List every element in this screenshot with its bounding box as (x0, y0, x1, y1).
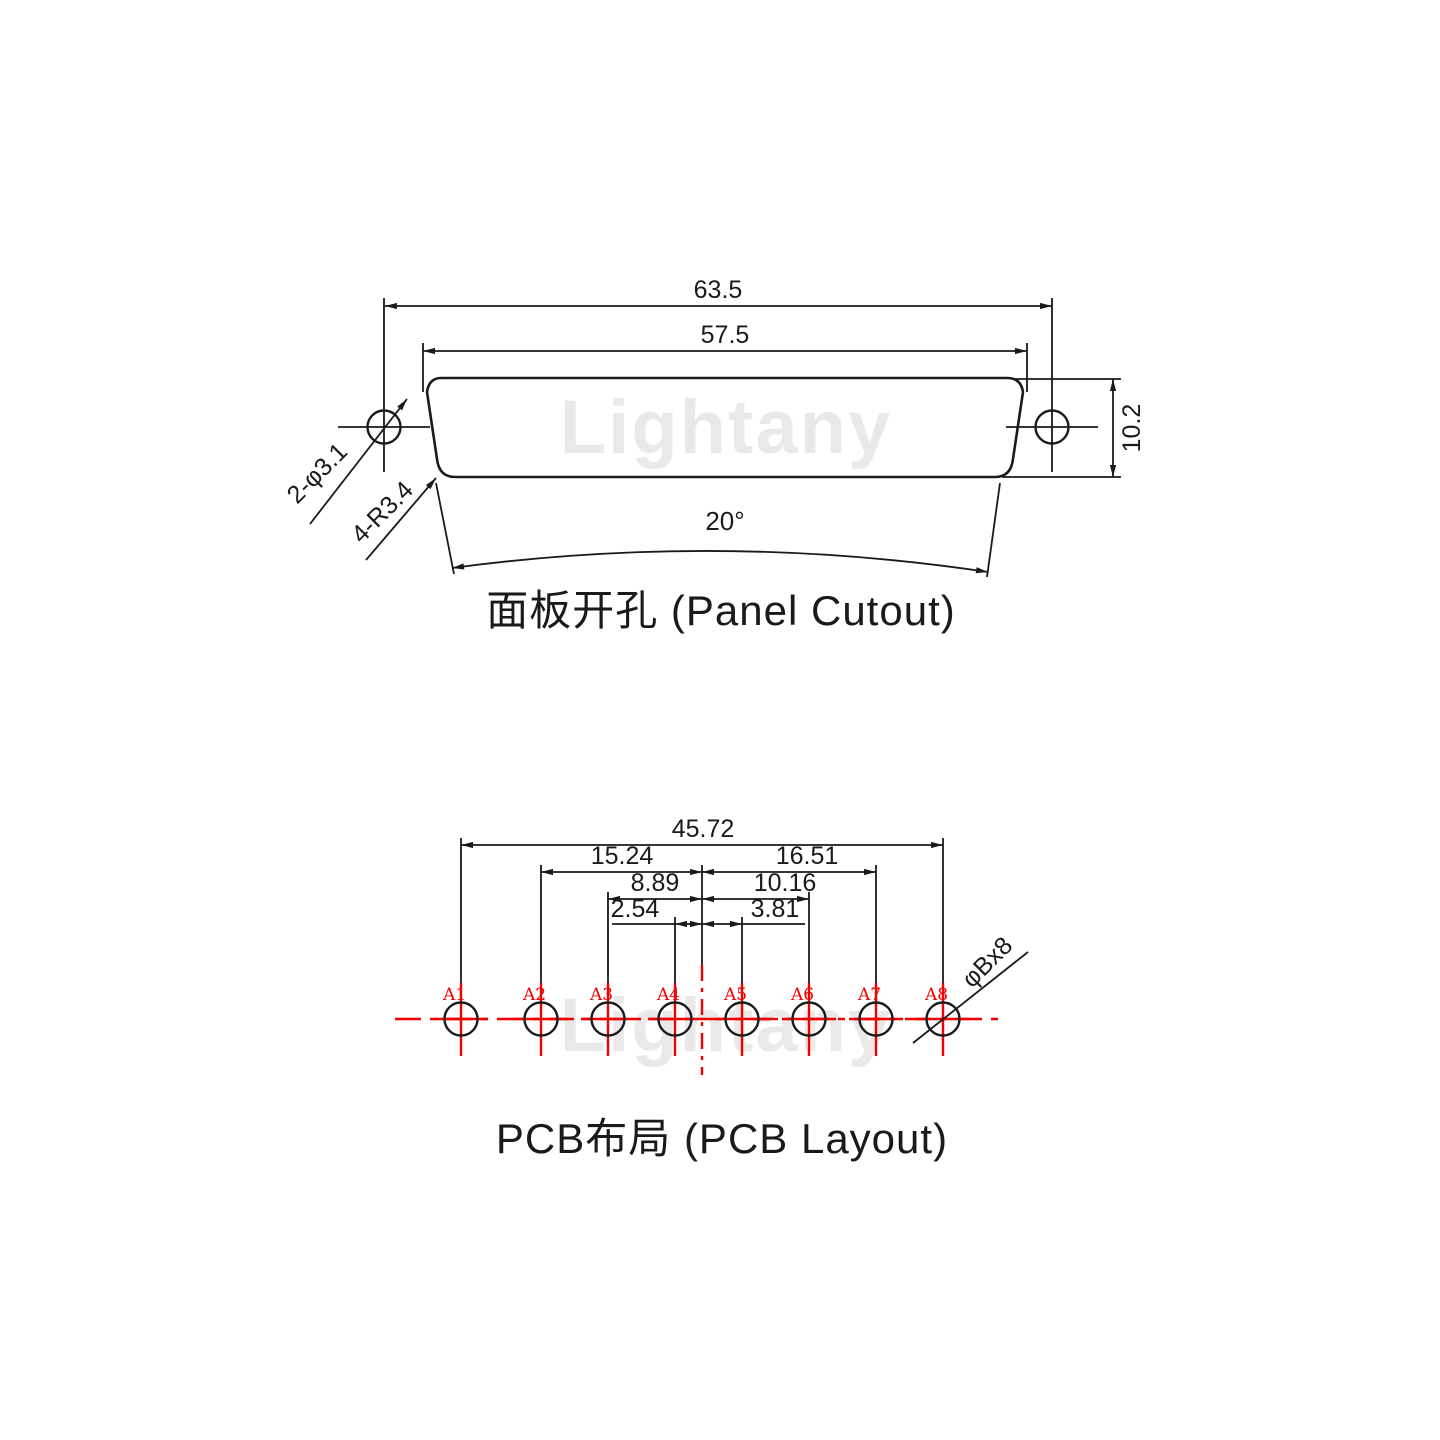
label-mount-holes: 2-φ3.1 (282, 438, 354, 510)
pcb-hole-a4 (657, 1001, 693, 1037)
panel-cutout-caption: 面板开孔 (Panel Cutout) (486, 587, 955, 634)
hole-label: A8 (924, 985, 948, 1005)
pcb-layout-caption: PCB布局 (PCB Layout) (496, 1115, 948, 1162)
hole-label: A4 (656, 985, 680, 1005)
pcb-holes (443, 1001, 961, 1037)
hole-label: A1 (442, 985, 466, 1005)
dim-overall: 45.72 (672, 815, 735, 843)
dim-a4-to-center: 2.54 (611, 895, 660, 923)
dim-angle: 20° (705, 506, 744, 536)
pcb-layout-view: Lightany 45.72 15.24 16.51 8.89 10.16 2.… (395, 815, 1029, 1162)
ext-line-slanted (986, 482, 1001, 578)
leader-hole-size (912, 951, 1029, 1044)
dim-center-to-a5: 3.81 (751, 895, 800, 923)
pcb-hole-a3 (590, 1001, 626, 1037)
pcb-hole-a2 (523, 1001, 559, 1037)
watermark-text: Lightany (560, 983, 893, 1068)
dim-cutout-width: 57.5 (701, 321, 750, 349)
hole-label: A6 (790, 985, 814, 1005)
hole-label: A3 (589, 985, 613, 1005)
pcb-hole-a6 (791, 1001, 827, 1037)
leader-corner-radius (365, 477, 437, 561)
pcb-hole-a5 (724, 1001, 760, 1037)
pcb-hole-a8 (925, 1001, 961, 1037)
dim-overall-width: 63.5 (694, 276, 743, 304)
dim-a3-to-center: 8.89 (631, 869, 680, 897)
mount-hole-left (366, 409, 402, 445)
mount-hole-right (1034, 409, 1070, 445)
dim-center-to-a7: 16.51 (776, 842, 839, 870)
hole-crosshairs (434, 983, 970, 1056)
angle-arc (451, 550, 989, 574)
hole-label: A5 (723, 985, 747, 1005)
panel-cutout-view: Lightany 63.5 57.5 2-φ3.1 4-R3.4 10.2 (282, 276, 1146, 634)
pcb-hole-labels: A1 A2 A3 A4 A5 A6 A7 A8 (442, 985, 948, 1005)
watermark-text: Lightany (560, 385, 893, 470)
dim-center-to-a6: 10.16 (754, 869, 817, 897)
hole-label: A7 (857, 985, 881, 1005)
dim-a2-to-center: 15.24 (591, 842, 654, 870)
leader-mount-holes (309, 398, 408, 525)
pcb-hole-a1 (443, 1001, 479, 1037)
panel-cutout-outline (425, 376, 1025, 479)
pcb-hole-a7 (858, 1001, 894, 1037)
label-corner-radius: 4-R3.4 (346, 476, 419, 549)
dim-height: 10.2 (1118, 404, 1146, 453)
hole-label: A2 (522, 985, 546, 1005)
ext-line-slanted (435, 482, 455, 575)
